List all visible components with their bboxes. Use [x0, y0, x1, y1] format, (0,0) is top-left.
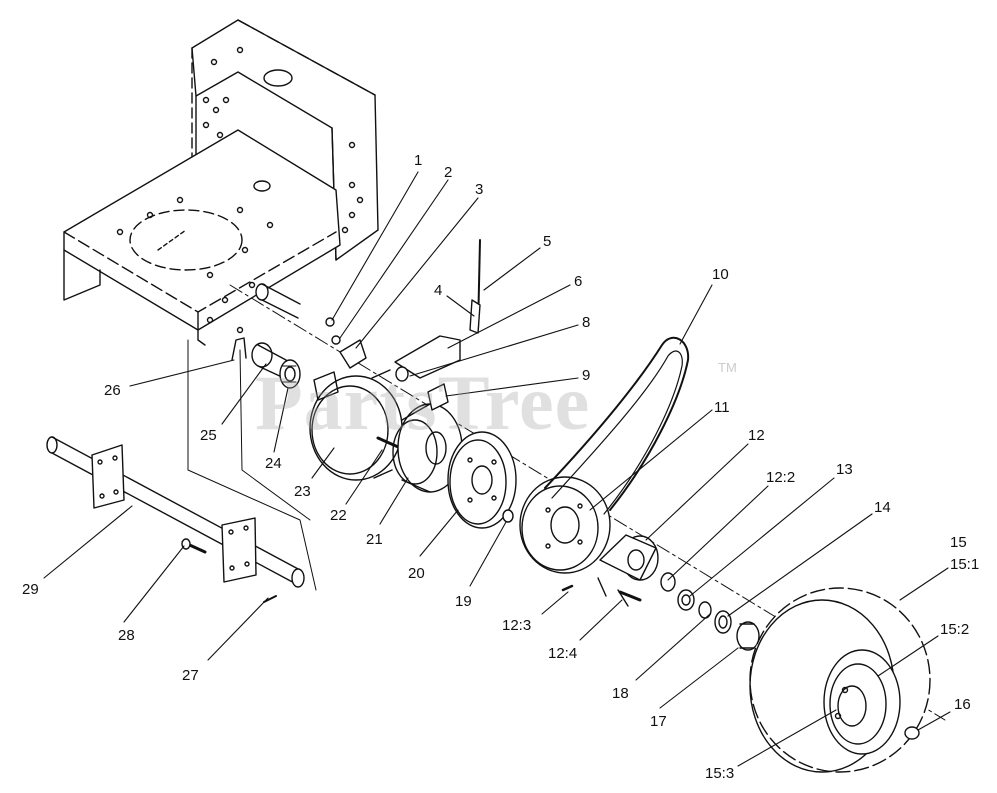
- watermark-trademark: TM: [718, 360, 737, 375]
- callout-15: 15: [950, 534, 967, 551]
- callout-16: 16: [954, 696, 971, 713]
- callout-24: 24: [265, 455, 282, 472]
- callout-15-1: 15:1: [950, 556, 980, 573]
- callout-12: 12: [748, 427, 765, 444]
- callout-14: 14: [874, 499, 891, 516]
- hub-parts: [231, 239, 931, 773]
- callout-10: 10: [712, 266, 729, 283]
- callout-11: 11: [714, 399, 730, 416]
- callout-9: 9: [582, 367, 591, 384]
- callout-22: 22: [330, 507, 347, 524]
- callout-15-2: 15:2: [940, 621, 970, 638]
- callout-15-3: 15:3: [705, 765, 735, 782]
- frame: [63, 19, 379, 346]
- callout-28: 28: [118, 627, 135, 644]
- callout-12-3: 12:3: [502, 617, 532, 634]
- callout-3: 3: [475, 181, 484, 198]
- callout-18: 18: [612, 685, 629, 702]
- callout-12-2: 12:2: [766, 469, 796, 486]
- axle-assembly: [46, 339, 317, 603]
- callout-12-4: 12:4: [548, 645, 578, 662]
- callout-2: 2: [444, 164, 453, 181]
- callout-1: 1: [414, 152, 423, 169]
- callout-4: 4: [434, 282, 443, 299]
- callout-5: 5: [543, 233, 552, 250]
- callout-21: 21: [366, 531, 383, 548]
- callout-17: 17: [650, 713, 667, 730]
- callout-13: 13: [836, 461, 853, 478]
- callout-26: 26: [104, 382, 121, 399]
- callout-27: 27: [182, 667, 199, 684]
- callout-29: 29: [22, 581, 39, 598]
- callout-23: 23: [294, 483, 311, 500]
- callout-20: 20: [408, 565, 425, 582]
- callout-6: 6: [574, 273, 583, 290]
- leader-lines: [43, 171, 951, 767]
- watermark-logo: PartsTree: [255, 359, 591, 446]
- callout-25: 25: [200, 427, 217, 444]
- callout-19: 19: [455, 593, 472, 610]
- callout-8: 8: [582, 314, 591, 331]
